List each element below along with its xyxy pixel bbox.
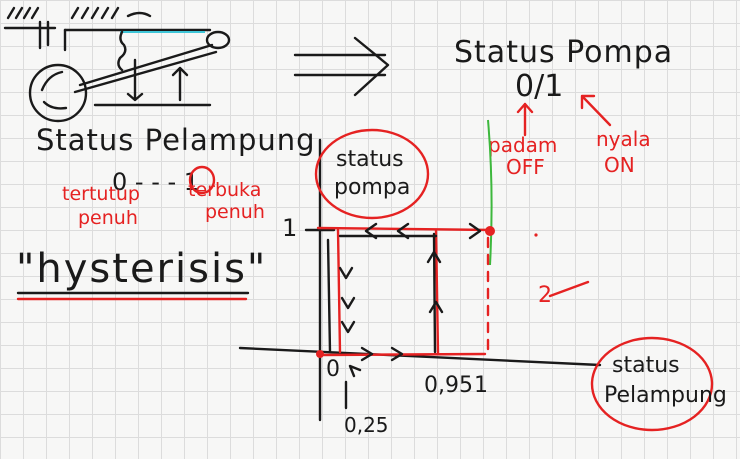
off-note-line2: OFF	[506, 155, 545, 179]
x-tick-0: 0	[326, 357, 340, 382]
pump-status-title: Status Pompa	[454, 35, 673, 70]
on-note-line2: ON	[604, 153, 635, 177]
y-tick-1: 1	[282, 214, 297, 242]
implies-arrow	[293, 36, 390, 97]
loop-ink-overlay	[326, 232, 438, 354]
x-tick-025-arrowhead	[348, 364, 362, 378]
on-note-line1: nyala	[596, 127, 651, 151]
state1-label-line2: penuh	[205, 201, 265, 223]
side-mark-stroke	[548, 280, 590, 298]
float-states: 0 - - - 1	[112, 168, 199, 196]
loop-top-edge	[316, 226, 495, 232]
x-axis-title-line2: Pelampung	[604, 383, 727, 408]
tank-caption: Status Pelampung	[36, 123, 316, 157]
y-axis-title-line2: pompa	[334, 175, 410, 200]
stray-dot	[534, 233, 538, 237]
pump-status-values: 0/1	[515, 69, 563, 104]
hysteresis-label: "hysterisis"	[16, 246, 267, 292]
side-mark: 2	[538, 283, 552, 308]
y-axis-title-circle	[314, 128, 430, 220]
state1-label-line1: terbuka	[188, 179, 261, 201]
x-axis	[238, 346, 602, 367]
threshold-green-line	[487, 119, 493, 266]
x-tick-095: 0,95	[424, 373, 473, 398]
off-note-line1: padam	[488, 133, 557, 157]
y-axis-title-line1: status	[336, 147, 404, 172]
state0-label-line1: tertutup	[62, 183, 140, 205]
state-1-highlight	[188, 165, 216, 195]
x-axis-title-circle	[590, 336, 714, 432]
loop-right-edge	[434, 228, 440, 355]
loop-direction-arrows	[338, 222, 482, 362]
x-tick-1: 1	[474, 373, 488, 398]
on-arrow	[580, 94, 612, 127]
x-axis-title-line1: status	[612, 353, 680, 378]
loop-left-edge	[336, 228, 342, 354]
tank-sketch	[3, 6, 231, 123]
state0-label-line2: penuh	[78, 207, 138, 229]
off-arrow	[516, 102, 534, 137]
x-tick-025: 0,25	[344, 413, 389, 437]
